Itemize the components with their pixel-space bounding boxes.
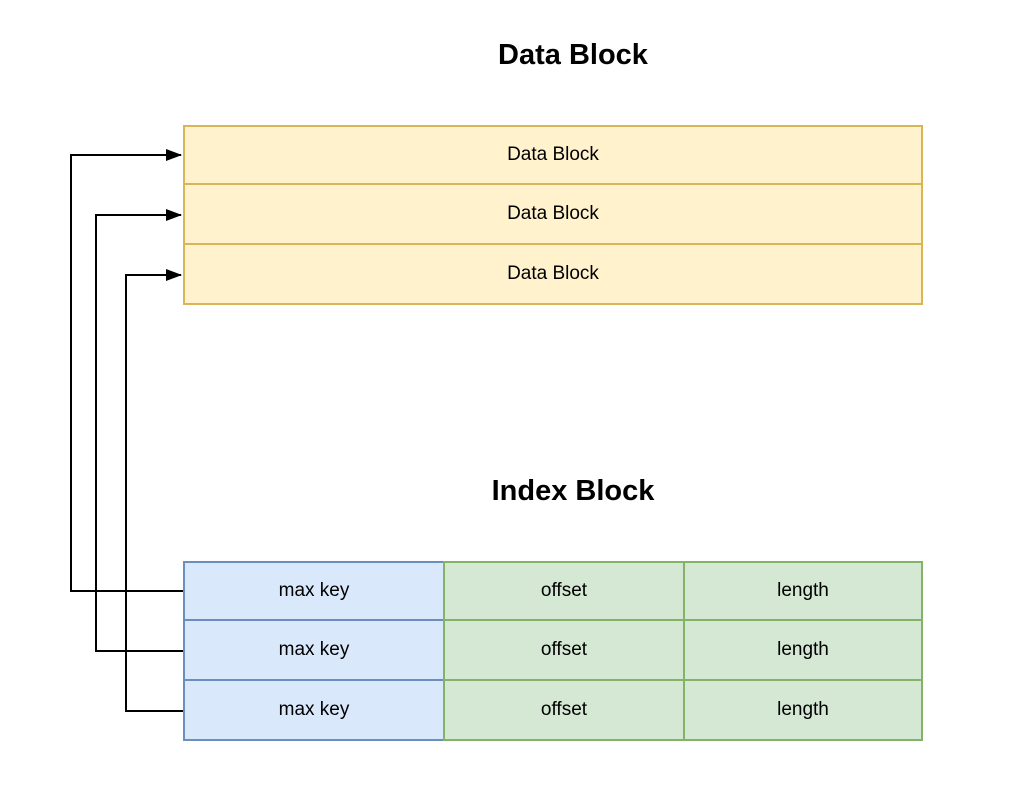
data-block-row-label: Data Block bbox=[507, 144, 599, 165]
arrow-index-row-3-to-data-block-3 bbox=[125, 269, 183, 712]
index-block-title: Index Block bbox=[491, 475, 655, 507]
data-block-row-label: Data Block bbox=[507, 263, 599, 284]
data-block-row-label: Data Block bbox=[507, 203, 599, 224]
data-block-table: Data Block Data Block Data Block bbox=[183, 125, 923, 305]
index-block-row: max key offset length bbox=[183, 681, 923, 741]
index-block-table: max key offset length max key offset len… bbox=[183, 561, 923, 741]
data-block-row: Data Block bbox=[183, 125, 923, 185]
length-cell: length bbox=[683, 681, 923, 741]
max-key-cell: max key bbox=[183, 561, 443, 621]
data-block-row: Data Block bbox=[183, 245, 923, 305]
arrow-index-row-1-to-data-block-1 bbox=[70, 149, 183, 592]
max-key-cell: max key bbox=[183, 621, 443, 681]
length-cell: length bbox=[683, 561, 923, 621]
data-block-row: Data Block bbox=[183, 185, 923, 245]
max-key-cell: max key bbox=[183, 681, 443, 741]
length-cell: length bbox=[683, 621, 923, 681]
index-block-row: max key offset length bbox=[183, 621, 923, 681]
offset-cell: offset bbox=[443, 561, 683, 621]
offset-cell: offset bbox=[443, 681, 683, 741]
data-block-title: Data Block bbox=[498, 39, 648, 71]
arrow-index-row-2-to-data-block-2 bbox=[95, 209, 183, 652]
offset-cell: offset bbox=[443, 621, 683, 681]
index-block-row: max key offset length bbox=[183, 561, 923, 621]
